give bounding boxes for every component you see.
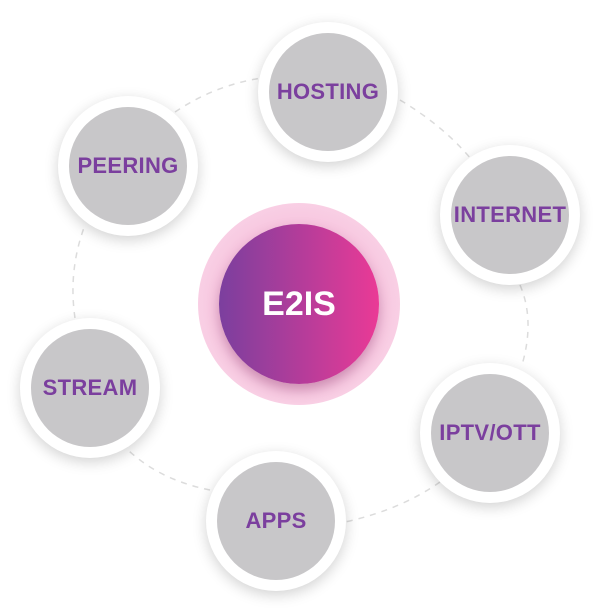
node-iptv-ott-disc: IPTV/OTT [431,374,549,492]
node-stream[interactable]: STREAM [20,318,160,458]
node-peering[interactable]: PEERING [58,96,198,236]
node-internet-disc: INTERNET [451,156,569,274]
connector-apps-stream [127,449,211,491]
hub-label: E2IS [262,284,336,323]
node-apps[interactable]: APPS [206,451,346,591]
node-stream-label: STREAM [42,375,138,400]
node-internet-label: INTERNET [453,202,567,227]
connector-peering-hosting [174,77,263,113]
node-hosting-label: HOSTING [276,79,380,104]
node-stream-disc: STREAM [31,329,149,447]
node-apps-label: APPS [245,508,307,533]
connector-hosting-internet [399,99,479,169]
node-apps-disc: APPS [217,462,335,580]
hub-e2is[interactable]: E2IS [219,224,379,384]
connector-stream-peering [72,224,86,319]
connector-internet-iptv [519,284,529,366]
node-peering-label: PEERING [77,153,179,178]
node-iptv-ott-label: IPTV/OTT [439,420,541,445]
node-hosting-disc: HOSTING [269,33,387,151]
node-hosting[interactable]: HOSTING [258,22,398,162]
node-iptv-ott[interactable]: IPTV/OTT [420,363,560,503]
node-internet[interactable]: INTERNET [440,145,580,285]
node-peering-disc: PEERING [69,107,187,225]
connector-iptv-apps [344,481,441,523]
